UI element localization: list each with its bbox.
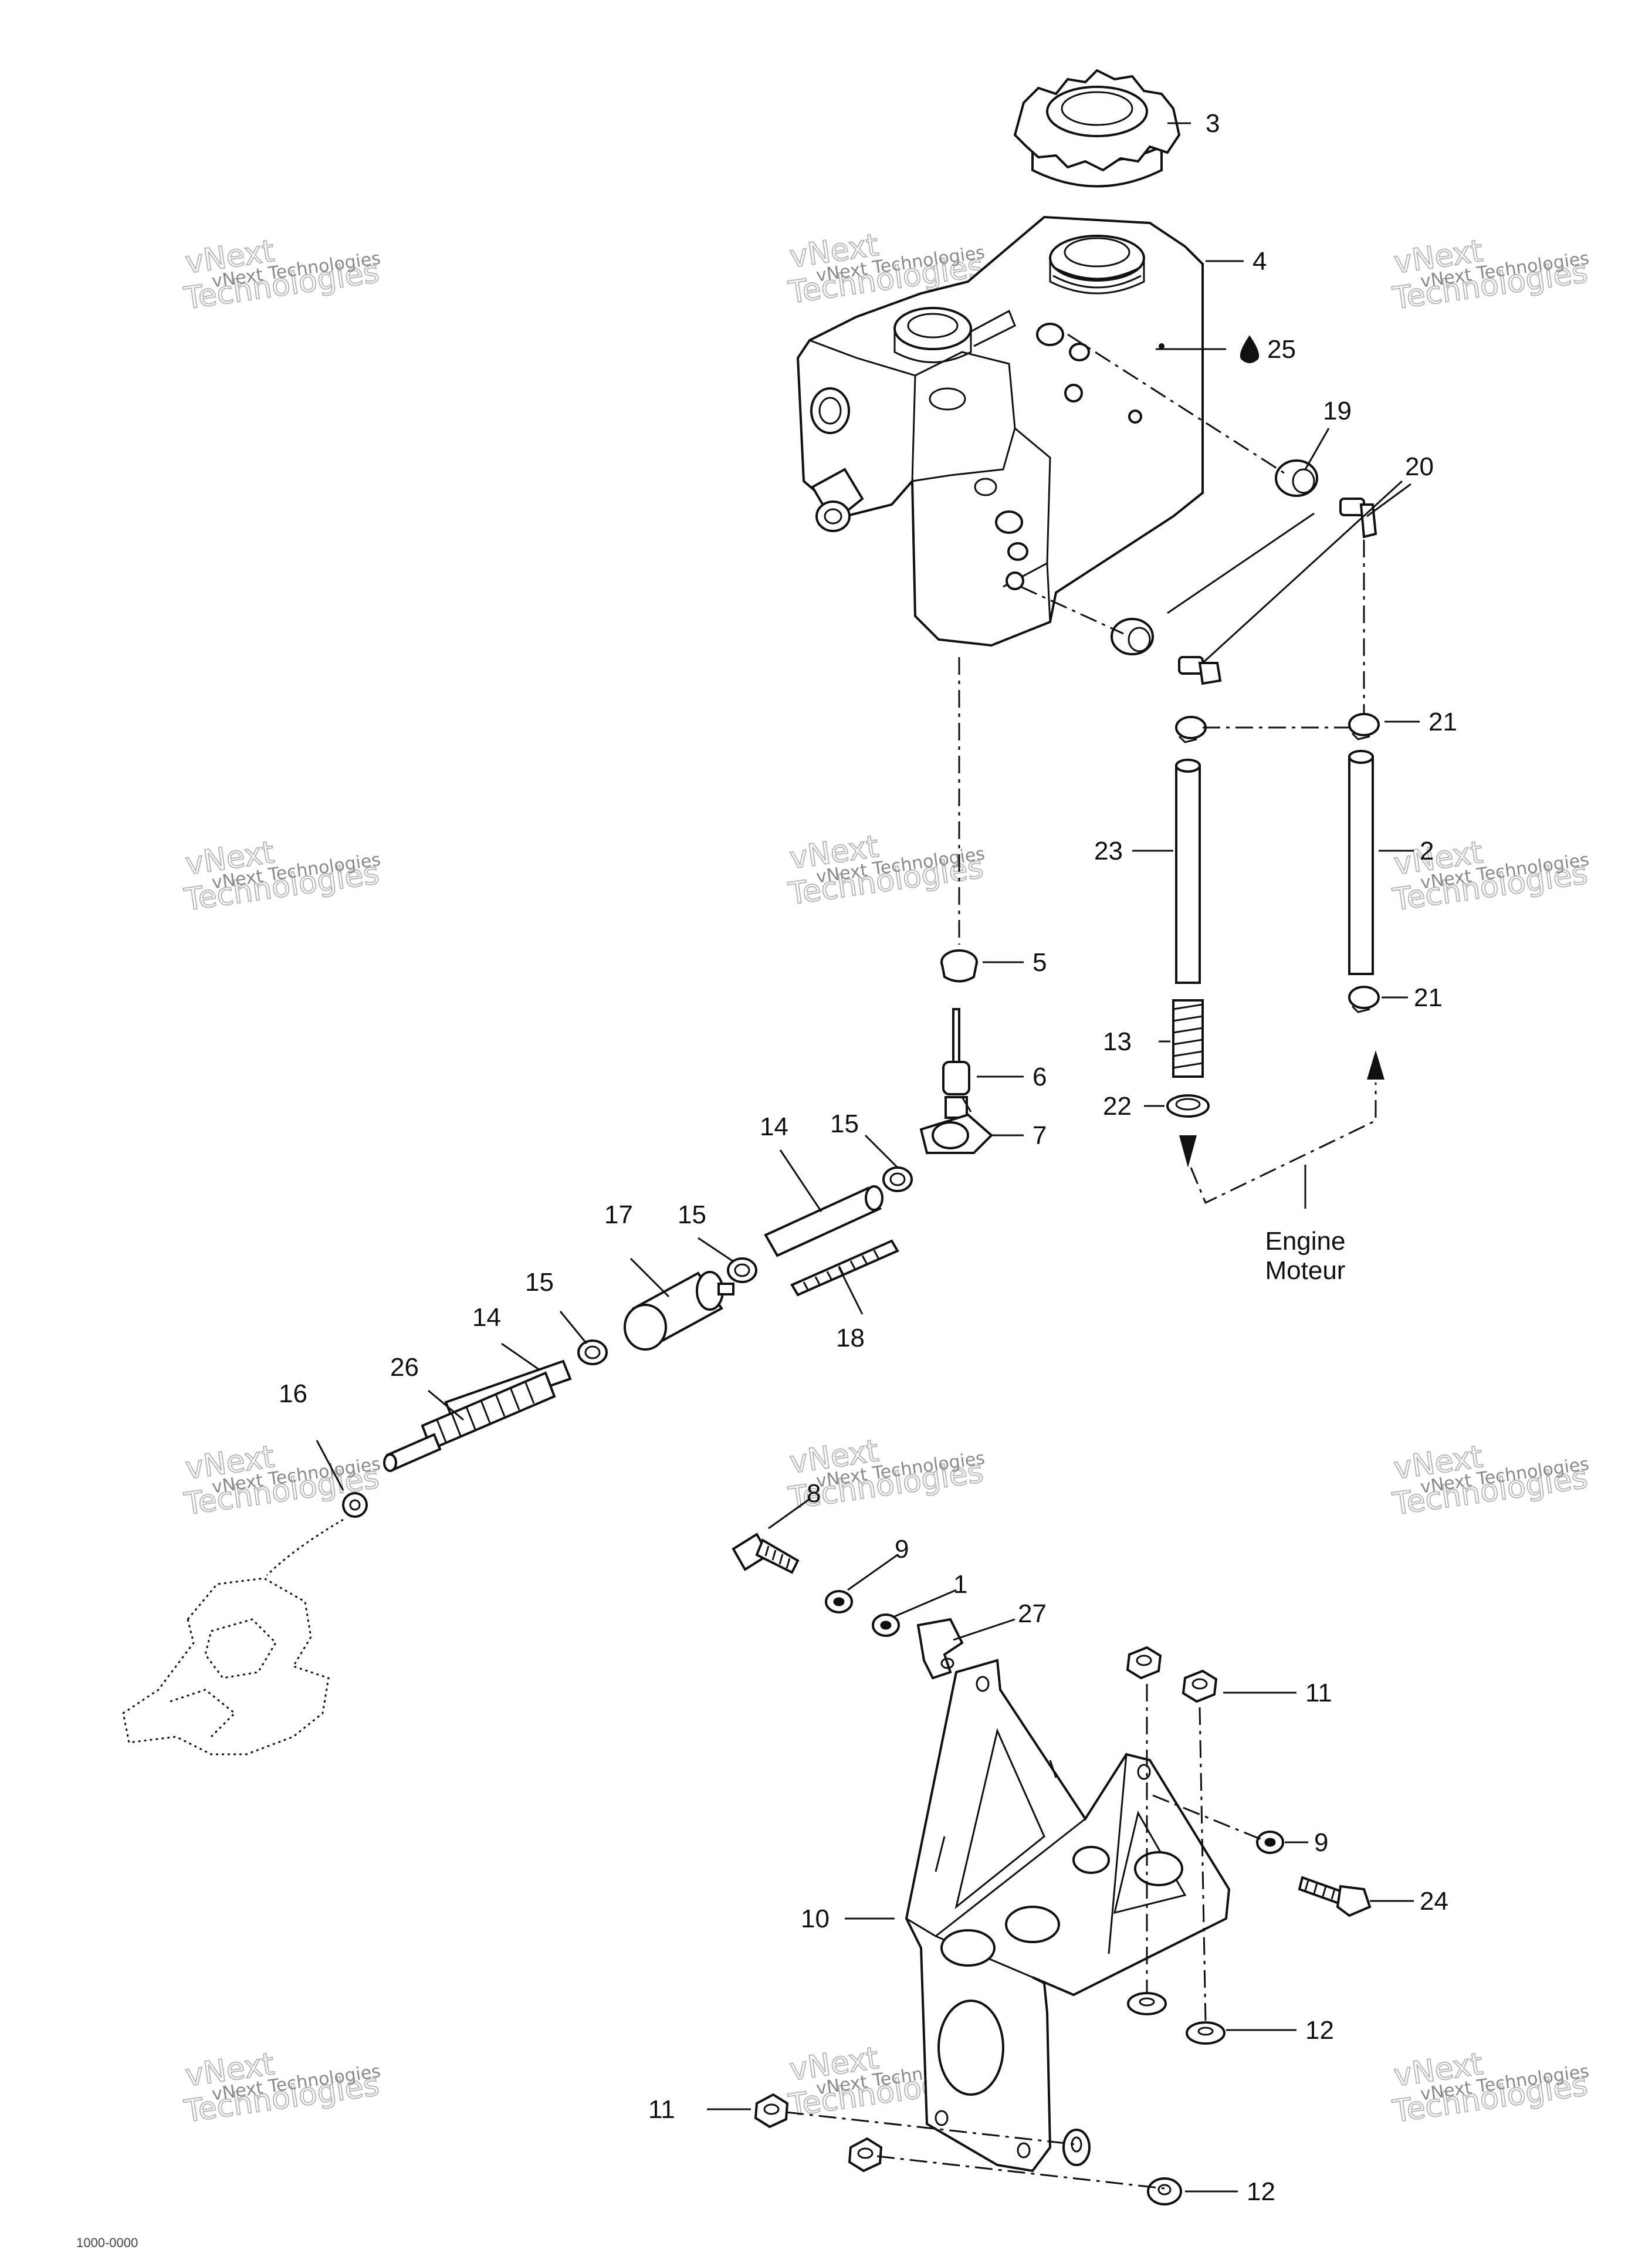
part-label: 2 [1420, 837, 1434, 865]
bolt-8 [732, 1533, 800, 1574]
oil-tank [796, 215, 1204, 647]
engine-caption: Engine [1265, 1227, 1345, 1256]
fitting-16 [342, 1492, 368, 1518]
part-label: 14 [472, 1303, 501, 1332]
watermark: vNext Technologies vNext Technologies [181, 233, 382, 317]
doc-id: 1000-0000 [76, 2235, 138, 2250]
leader-lines [316, 122, 1420, 2193]
hose-right [1348, 750, 1374, 975]
hose-end [383, 1433, 442, 1472]
part-label: 15 [830, 1109, 859, 1138]
part-label: 4 [1252, 247, 1267, 276]
clip-27 [916, 1618, 964, 1680]
part-label: 14 [760, 1112, 788, 1141]
spring-18 [790, 1239, 899, 1297]
part-label: 20 [1405, 452, 1434, 481]
part-label: 15 [525, 1268, 554, 1297]
part-labels: 3 4 25 19 20 21 23 2 5 21 13 6 15 22 7 1… [279, 109, 1457, 2206]
part-label: 12 [1305, 2016, 1334, 2045]
washer-12-top-a [1127, 1992, 1167, 2015]
part-label: 25 [1267, 335, 1296, 364]
part-label: 17 [604, 1200, 633, 1229]
decal-drop [1240, 335, 1260, 363]
part-label: 21 [1428, 708, 1457, 736]
carburetor-outline [122, 1518, 344, 1755]
washer-12-bottom-a [1062, 2129, 1091, 2166]
washer-12-top-b [1186, 2021, 1226, 2045]
tank-cap [1013, 69, 1181, 188]
watermark: vNext Technologies vNext Technologies [181, 2046, 382, 2130]
part-label: 18 [836, 1324, 865, 1352]
bracket-10 [905, 1659, 1231, 2173]
part-label: 6 [1032, 1063, 1047, 1091]
fuel-filter-17 [624, 1271, 734, 1351]
decal-dot [1159, 343, 1164, 349]
part-label: 1 [953, 1570, 967, 1599]
part-label: 19 [1323, 397, 1352, 425]
engine-caption-fr: Moteur [1265, 1256, 1346, 1285]
watermark: vNext Technologies vNext Technologies [1390, 233, 1590, 317]
part-label: 27 [1018, 1599, 1047, 1628]
grommet-5 [940, 949, 978, 983]
arrow-up [1367, 1050, 1384, 1080]
watermark: vNext Technologies vNext Technologies [1390, 1439, 1590, 1523]
part-label: 16 [279, 1379, 307, 1408]
hose-leader [1167, 480, 1403, 664]
arrow-down [1179, 1135, 1197, 1168]
spring-13 [1172, 999, 1204, 1078]
bolt-24 [1298, 1876, 1372, 1917]
clamp-22 [1166, 1094, 1210, 1118]
clamp-upper-right [1348, 713, 1380, 740]
clamp-lower-right [1348, 986, 1380, 1013]
part-label: 11 [648, 2095, 675, 2124]
grommet-lower [1111, 618, 1154, 655]
nut-11-bottom-a [754, 2093, 789, 2129]
hose-left [1175, 759, 1201, 984]
pickup-tube-6 [942, 1008, 970, 1095]
part-label: 26 [390, 1353, 419, 1382]
part-label: 9 [1314, 1828, 1328, 1857]
tee-fitting-7 [919, 1096, 993, 1154]
watermark: vNext Technologies vNext Technologies [181, 834, 382, 919]
part-label: 15 [678, 1200, 706, 1229]
spring-26 [421, 1371, 556, 1451]
watermark: vNext Technologies vNext Technologies [1390, 834, 1590, 919]
washer-1 [872, 1613, 900, 1637]
watermark: vNext Technologies vNext Technologies [1390, 2046, 1590, 2130]
hose-14-a [764, 1185, 883, 1257]
washer-12-bottom-b [1147, 2177, 1182, 2205]
part-label: 22 [1103, 1092, 1132, 1121]
clamp-15-c [577, 1339, 608, 1365]
part-label: 21 [1414, 983, 1443, 1012]
nut-11-top-b [1182, 1669, 1218, 1703]
clamp-upper-left [1175, 716, 1207, 743]
clamp-15-a [882, 1166, 913, 1192]
part-label: 11 [1305, 1679, 1332, 1707]
nut-11-top-a [1126, 1646, 1162, 1680]
part-label: 12 [1247, 2177, 1275, 2206]
assembly-lines [786, 333, 1377, 2190]
part-label: 7 [1032, 1121, 1047, 1150]
elbow-fitting-lower [1178, 656, 1222, 685]
washer-9-a [825, 1590, 853, 1613]
part-label: 9 [895, 1535, 909, 1564]
nut-11-bottom-b [848, 2137, 883, 2173]
clamp-15-b [727, 1257, 757, 1283]
elbow-fitting-upper [1339, 498, 1377, 539]
washer-9-b [1256, 1831, 1284, 1854]
part-label: 10 [801, 1904, 830, 1933]
part-label: 13 [1103, 1027, 1132, 1056]
part-label: 24 [1420, 1887, 1448, 1916]
part-label: 3 [1206, 109, 1220, 138]
part-label: 8 [807, 1479, 821, 1508]
watermark: vNext Technologies vNext Technologies [786, 828, 986, 913]
part-label: 5 [1032, 948, 1047, 977]
grommet-upper [1275, 459, 1318, 497]
part-label: 23 [1094, 837, 1123, 865]
